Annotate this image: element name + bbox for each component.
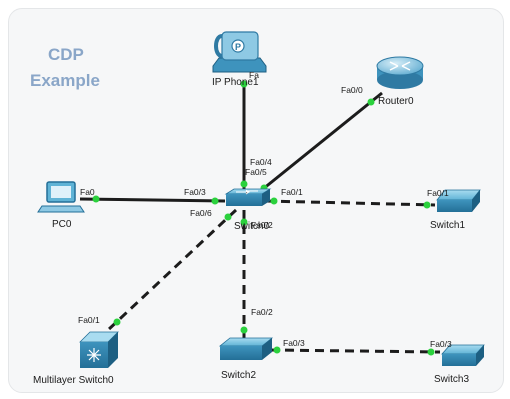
switch-icon — [436, 189, 481, 212]
port-label: Fa0/1 — [427, 188, 449, 198]
link-light — [240, 326, 248, 334]
link-light — [423, 201, 431, 209]
router-label: Router0 — [378, 96, 414, 107]
link-light — [427, 348, 435, 356]
multilayer-switch-icon — [79, 331, 119, 368]
switch3-label: Switch3 — [434, 374, 469, 385]
switch-icon — [224, 188, 272, 206]
pc-icon — [37, 181, 85, 213]
switch1-label: Switch1 — [430, 220, 465, 231]
diagram-title-line1: CDP — [48, 45, 84, 64]
port-label: Fa0/6 — [190, 208, 212, 218]
link-switch2-switch3[interactable] — [269, 348, 441, 354]
center-switch-device[interactable]: Switch0 — [224, 188, 272, 232]
port-label: Fa0/3 — [430, 339, 452, 349]
port-labels: Fa Fa0/0 Fa0/4 Fa0/5 Fa0 Fa0/3 Fa0/1 Fa0… — [78, 70, 452, 349]
port-label: Fa0/1 — [78, 315, 100, 325]
port-label: Fa — [249, 70, 259, 80]
router-icon — [376, 56, 424, 89]
svg-text:P: P — [235, 42, 241, 52]
link-light — [113, 318, 121, 326]
ip-phone-label: IP Phone1 — [212, 77, 259, 88]
port-label: Fa0/4 — [250, 157, 272, 167]
port-label: Fa0 — [80, 187, 95, 197]
switch2-device[interactable]: Switch2 — [218, 337, 274, 381]
port-label: Fa0/5 — [245, 167, 267, 177]
port-label: Fa0/3 — [184, 187, 206, 197]
link-switch0-multilayer[interactable] — [106, 208, 238, 332]
link-switch0-switch1[interactable] — [265, 199, 436, 207]
pc-device[interactable]: PC0 — [37, 181, 85, 230]
links — [79, 82, 441, 354]
multilayer-switch-device[interactable]: Multilayer Switch0 — [33, 331, 119, 386]
link-light — [240, 80, 248, 88]
ip-phone-device[interactable]: P IP Phone1 — [212, 31, 267, 88]
switch2-label: Switch2 — [221, 370, 256, 381]
link-light — [211, 197, 219, 205]
link-light — [92, 195, 100, 203]
pc-label: PC0 — [52, 219, 72, 230]
switch-icon — [218, 337, 274, 360]
switch-icon — [441, 344, 485, 366]
link-light — [224, 213, 232, 221]
link-light — [240, 180, 248, 188]
link-status-lights — [92, 80, 435, 356]
port-label: Fa0/0 — [341, 85, 363, 95]
port-label: Fa0/3 — [283, 338, 305, 348]
switch3-device[interactable]: Switch3 — [434, 344, 485, 385]
router-device[interactable]: Router0 — [376, 56, 424, 107]
switch1-device[interactable]: Switch1 — [430, 189, 481, 231]
link-pc-switch0[interactable] — [79, 197, 226, 203]
link-light — [270, 197, 278, 205]
port-label: Fa0/2 — [251, 307, 273, 317]
link-router-switch0[interactable] — [257, 91, 383, 195]
diagram-title-line2: Example — [30, 71, 100, 90]
port-label: Fa0/1 — [281, 187, 303, 197]
multilayer-switch-label: Multilayer Switch0 — [33, 375, 114, 386]
center-switch-label: Switch0 — [234, 221, 269, 232]
link-light — [367, 98, 375, 106]
port-label: Fa0/2 — [251, 220, 273, 230]
link-light — [273, 346, 281, 354]
link-light — [240, 218, 248, 226]
ip-phone-icon: P — [212, 31, 267, 73]
